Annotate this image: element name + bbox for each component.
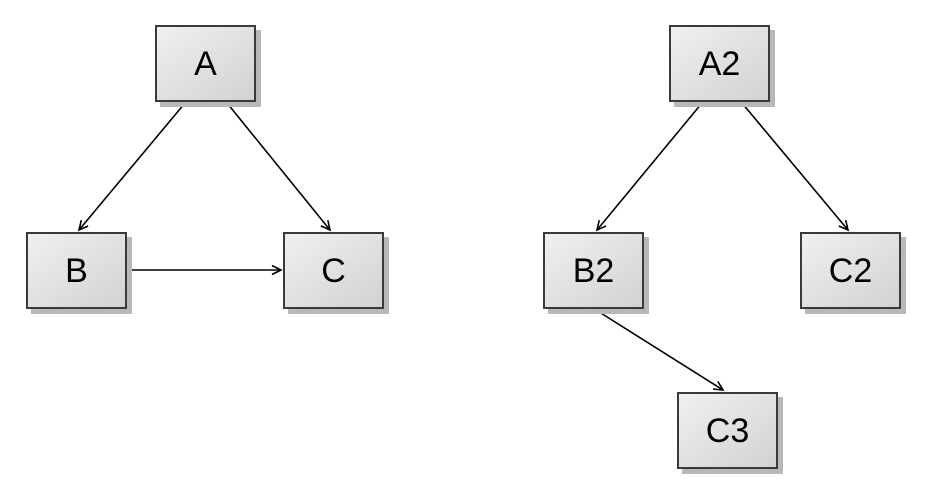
node-label: A <box>194 44 217 83</box>
node-A2[interactable]: A2 <box>669 25 770 102</box>
node-C[interactable]: C <box>283 232 384 309</box>
node-C2[interactable]: C2 <box>800 232 901 309</box>
edge-A2-C2[interactable] <box>741 102 848 230</box>
edge-A-C[interactable] <box>226 102 330 230</box>
node-label: B <box>65 251 88 290</box>
edge-A2-B2[interactable] <box>597 102 703 230</box>
node-label: C2 <box>828 251 873 290</box>
node-label: C <box>321 251 346 290</box>
node-label: B2 <box>572 251 615 290</box>
node-label: C3 <box>705 411 750 450</box>
edge-A-B[interactable] <box>79 102 186 230</box>
edge-B2-C3[interactable] <box>595 309 723 390</box>
node-label: A2 <box>698 44 741 83</box>
node-B[interactable]: B <box>26 232 127 309</box>
node-C3[interactable]: C3 <box>677 392 778 469</box>
node-A[interactable]: A <box>155 25 256 102</box>
node-B2[interactable]: B2 <box>543 232 644 309</box>
